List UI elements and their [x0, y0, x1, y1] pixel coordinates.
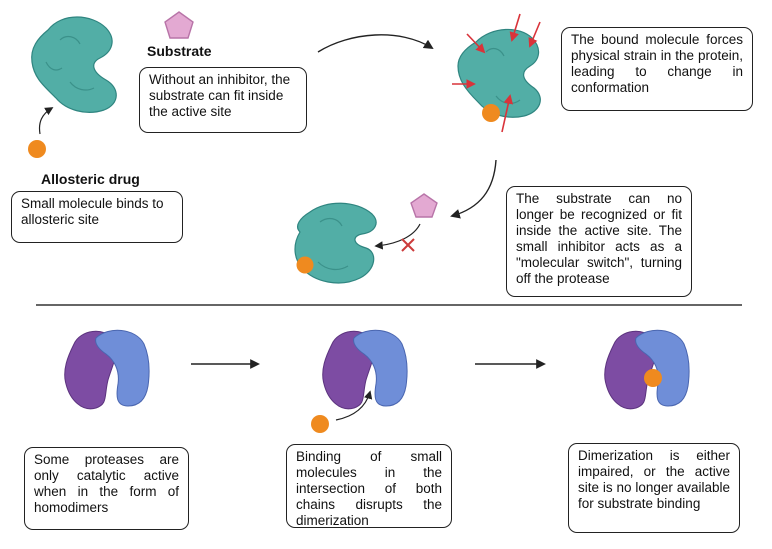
protein-inhibited-icon	[294, 202, 377, 284]
dimerization-impaired-box: Dimerization is either impaired, or the …	[568, 443, 740, 533]
blocked-arrow	[374, 223, 421, 250]
molecular-switch-box: The substrate can no longer be recognize…	[506, 186, 692, 297]
drug-to-protein-arrow	[38, 107, 54, 135]
blocked-substrate-pentagon-icon	[410, 193, 438, 218]
dimer-active-icon	[64, 329, 150, 410]
allosteric-drug-icon	[28, 140, 46, 158]
top-curved-arrow	[317, 34, 434, 53]
without-inhibitor-box: Without an inhibitor, the substrate can …	[139, 67, 307, 133]
bound-drug-icon	[482, 104, 500, 122]
middle-curved-arrow	[450, 159, 497, 219]
strain-box: The bound molecule forces physical strai…	[561, 27, 753, 111]
substrate-pentagon-icon	[164, 11, 194, 39]
allosteric-drug-label: Allosteric drug	[41, 171, 140, 187]
block-x-icon	[401, 238, 415, 252]
strain-arrows	[452, 13, 541, 133]
homodimers-box: Some proteases are only catalytic active…	[24, 447, 189, 530]
drug-to-dimer-arrow	[335, 390, 373, 421]
protein-strained-icon	[457, 28, 541, 118]
binding-intersection-box: Binding of small molecules in the inters…	[286, 444, 452, 528]
free-drug-bottom-icon	[311, 415, 329, 433]
dimer-target-icon	[322, 329, 408, 410]
inhibitor-drug-icon	[296, 256, 314, 274]
protein-free-icon	[31, 16, 117, 113]
substrate-label: Substrate	[147, 43, 212, 59]
small-molecule-binds-box: Small molecule binds to allosteric site	[11, 191, 183, 243]
dimer-disrupted-icon	[604, 329, 690, 410]
bound-drug-dimer-icon	[644, 369, 662, 387]
